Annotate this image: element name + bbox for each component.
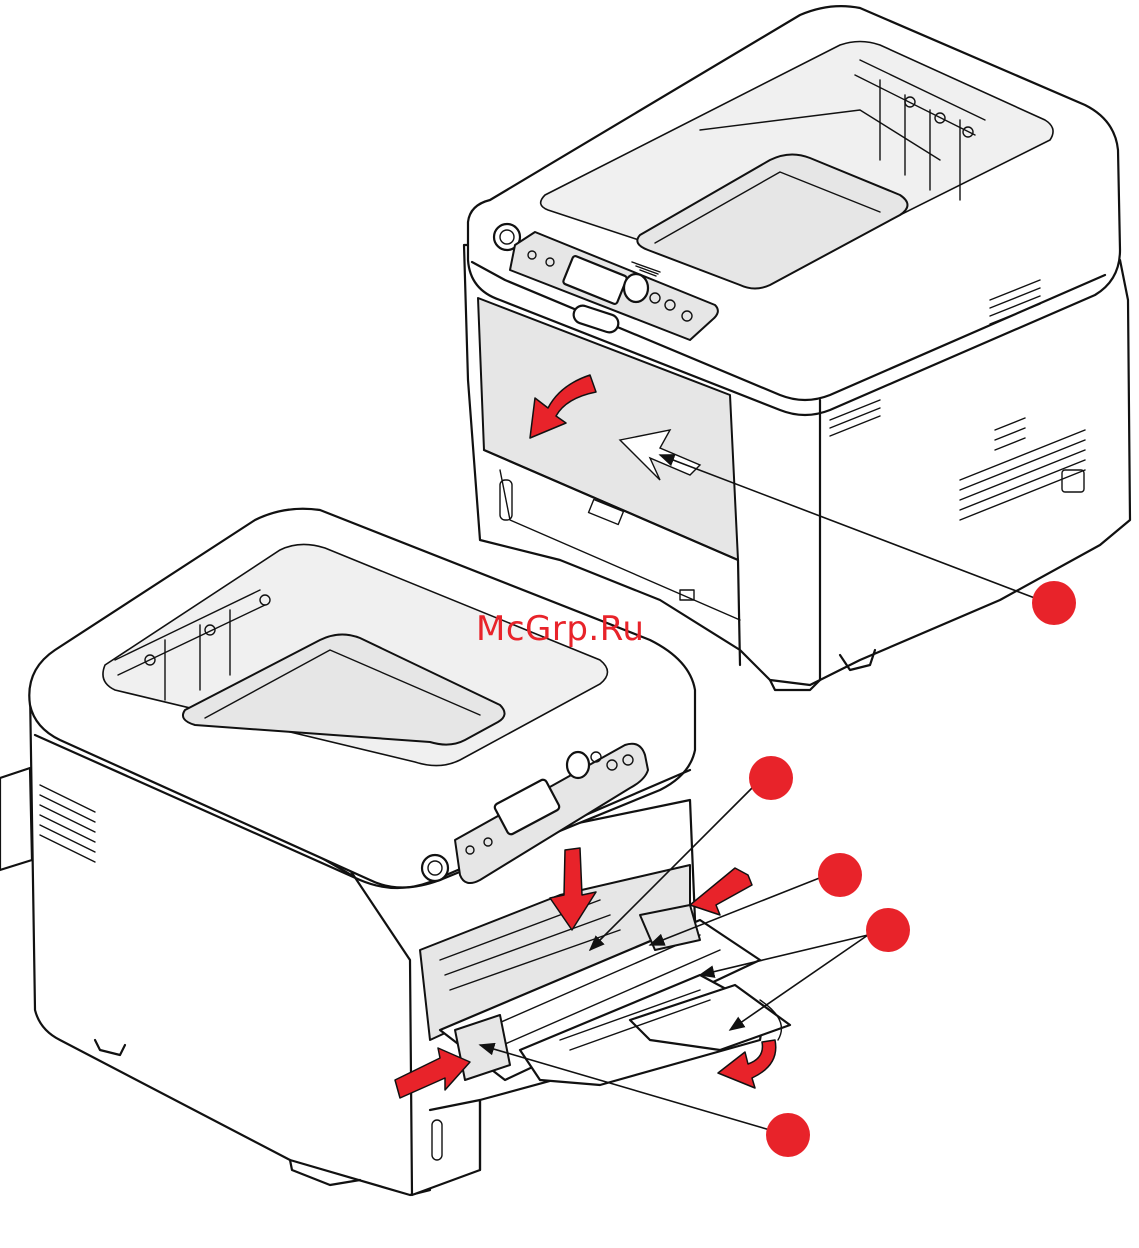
power-button-icon-front xyxy=(422,855,448,881)
callout-2 xyxy=(749,756,793,800)
callout-4 xyxy=(866,908,910,952)
printer-illustration-closed xyxy=(464,6,1130,690)
watermark-text: McGrp.Ru xyxy=(476,609,644,649)
callout-1 xyxy=(1032,581,1076,625)
printer-illustration-open xyxy=(0,509,790,1195)
callout-3 xyxy=(818,853,862,897)
callout-5 xyxy=(766,1113,810,1157)
